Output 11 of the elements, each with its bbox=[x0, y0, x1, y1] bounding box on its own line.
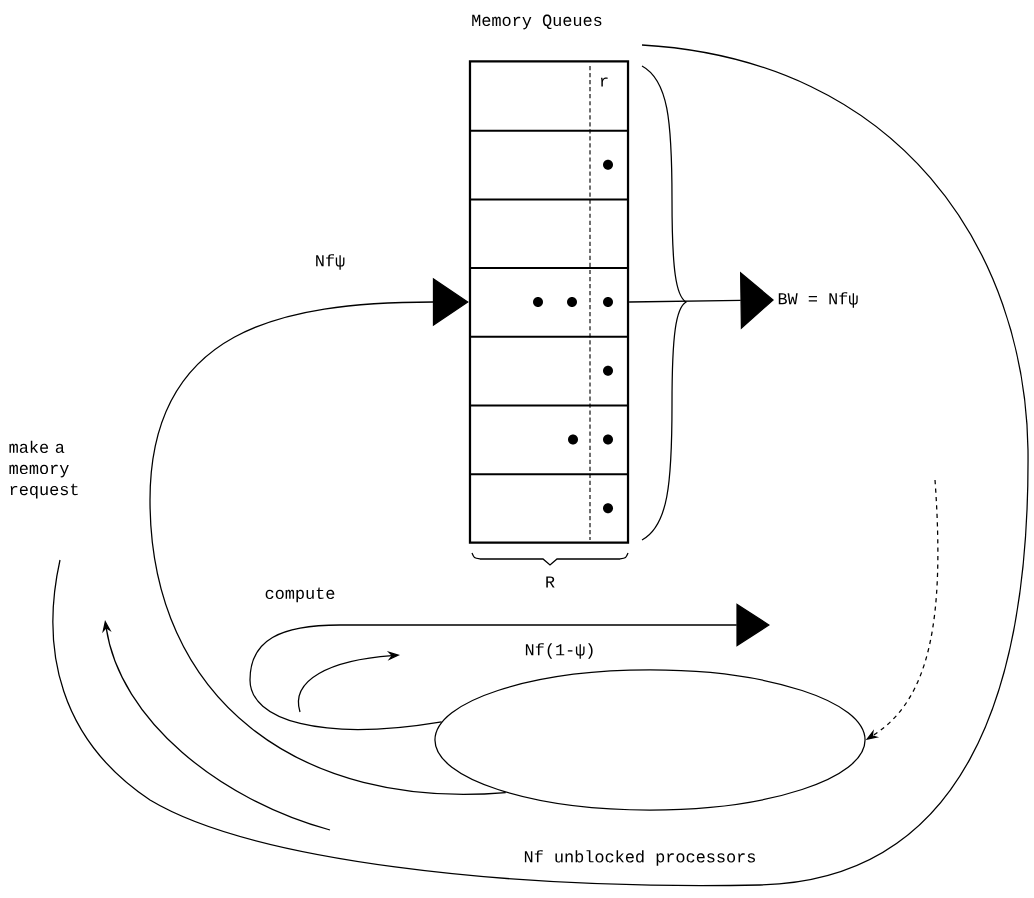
dimension-label: r bbox=[600, 77, 608, 87]
dimension-label: R bbox=[546, 576, 555, 588]
hollow-arrow bbox=[149, 277, 507, 795]
heading: Memory Queues bbox=[472, 14, 602, 30]
formula-label: BW = Nfψ bbox=[778, 292, 858, 308]
node-label: Nf unblocked processors bbox=[524, 850, 756, 866]
edge-label: Nfψ bbox=[316, 254, 345, 270]
note: make a memory request bbox=[9, 440, 78, 499]
hollow-arrow bbox=[249, 603, 770, 731]
note: compute bbox=[265, 587, 335, 603]
edge-label: Nf(1-ψ) bbox=[525, 643, 593, 659]
